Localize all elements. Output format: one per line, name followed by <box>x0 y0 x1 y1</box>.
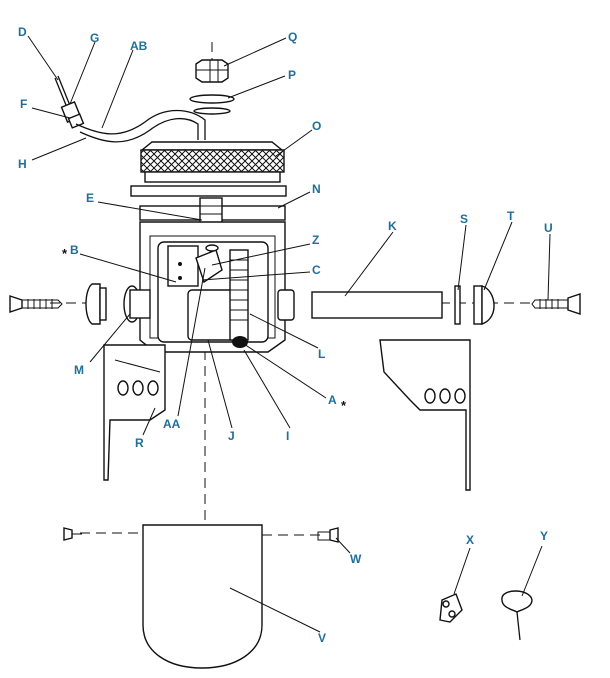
plate-part <box>130 185 287 197</box>
washer-s-part <box>454 285 461 325</box>
label-w: W <box>350 552 362 566</box>
knurled-cap-part <box>140 141 285 183</box>
cable-part-outer <box>79 118 199 143</box>
washer-part <box>189 94 235 104</box>
gear-part <box>229 249 249 348</box>
asterisk-a: * <box>341 398 347 413</box>
leader-lines <box>27 35 551 633</box>
label-u: U <box>544 221 553 235</box>
shaft-part <box>311 291 443 319</box>
washer-part-2 <box>193 107 231 115</box>
left-bushing-part <box>123 285 151 323</box>
asterisk-b: * <box>62 246 68 261</box>
label-m: M <box>74 363 84 377</box>
label-o: O <box>312 119 321 133</box>
wire-tip-part <box>54 75 85 129</box>
label-y: Y <box>540 529 548 543</box>
label-l: L <box>318 347 325 361</box>
label-v: V <box>318 631 326 645</box>
label-i: I <box>286 429 289 443</box>
key-part <box>501 590 533 641</box>
label-e: E <box>86 191 94 205</box>
label-b: B <box>70 243 79 257</box>
left-screw-part <box>9 283 107 325</box>
label-j: J <box>228 429 235 443</box>
bottom-cover-part <box>142 524 263 669</box>
washer-t-part <box>473 285 495 325</box>
clip-part <box>439 593 463 623</box>
label-z: Z <box>312 233 319 247</box>
housing-part <box>139 221 286 353</box>
right-bushing-part <box>277 289 295 321</box>
label-q: Q <box>288 30 297 44</box>
right-screw-part <box>531 293 581 315</box>
label-d: D <box>18 25 27 39</box>
right-bracket-part <box>379 339 471 491</box>
label-c: C <box>312 263 321 277</box>
label-f: F <box>20 97 27 111</box>
label-aa: AA <box>163 417 181 431</box>
label-g: G <box>90 31 99 45</box>
label-ab: AB <box>130 39 148 53</box>
label-k: K <box>388 219 397 233</box>
cover-screw-right <box>317 527 339 543</box>
label-a: A <box>328 393 337 407</box>
cable-part <box>75 109 206 140</box>
label-h: H <box>18 157 27 171</box>
label-r: R <box>135 436 144 450</box>
label-t: T <box>507 209 515 223</box>
cover-screw-left <box>63 527 82 541</box>
label-p: P <box>288 68 296 82</box>
left-bracket-part <box>103 344 166 481</box>
label-x: X <box>466 533 474 547</box>
label-s: S <box>460 212 468 226</box>
label-n: N <box>312 182 321 196</box>
nut-part <box>195 59 229 83</box>
